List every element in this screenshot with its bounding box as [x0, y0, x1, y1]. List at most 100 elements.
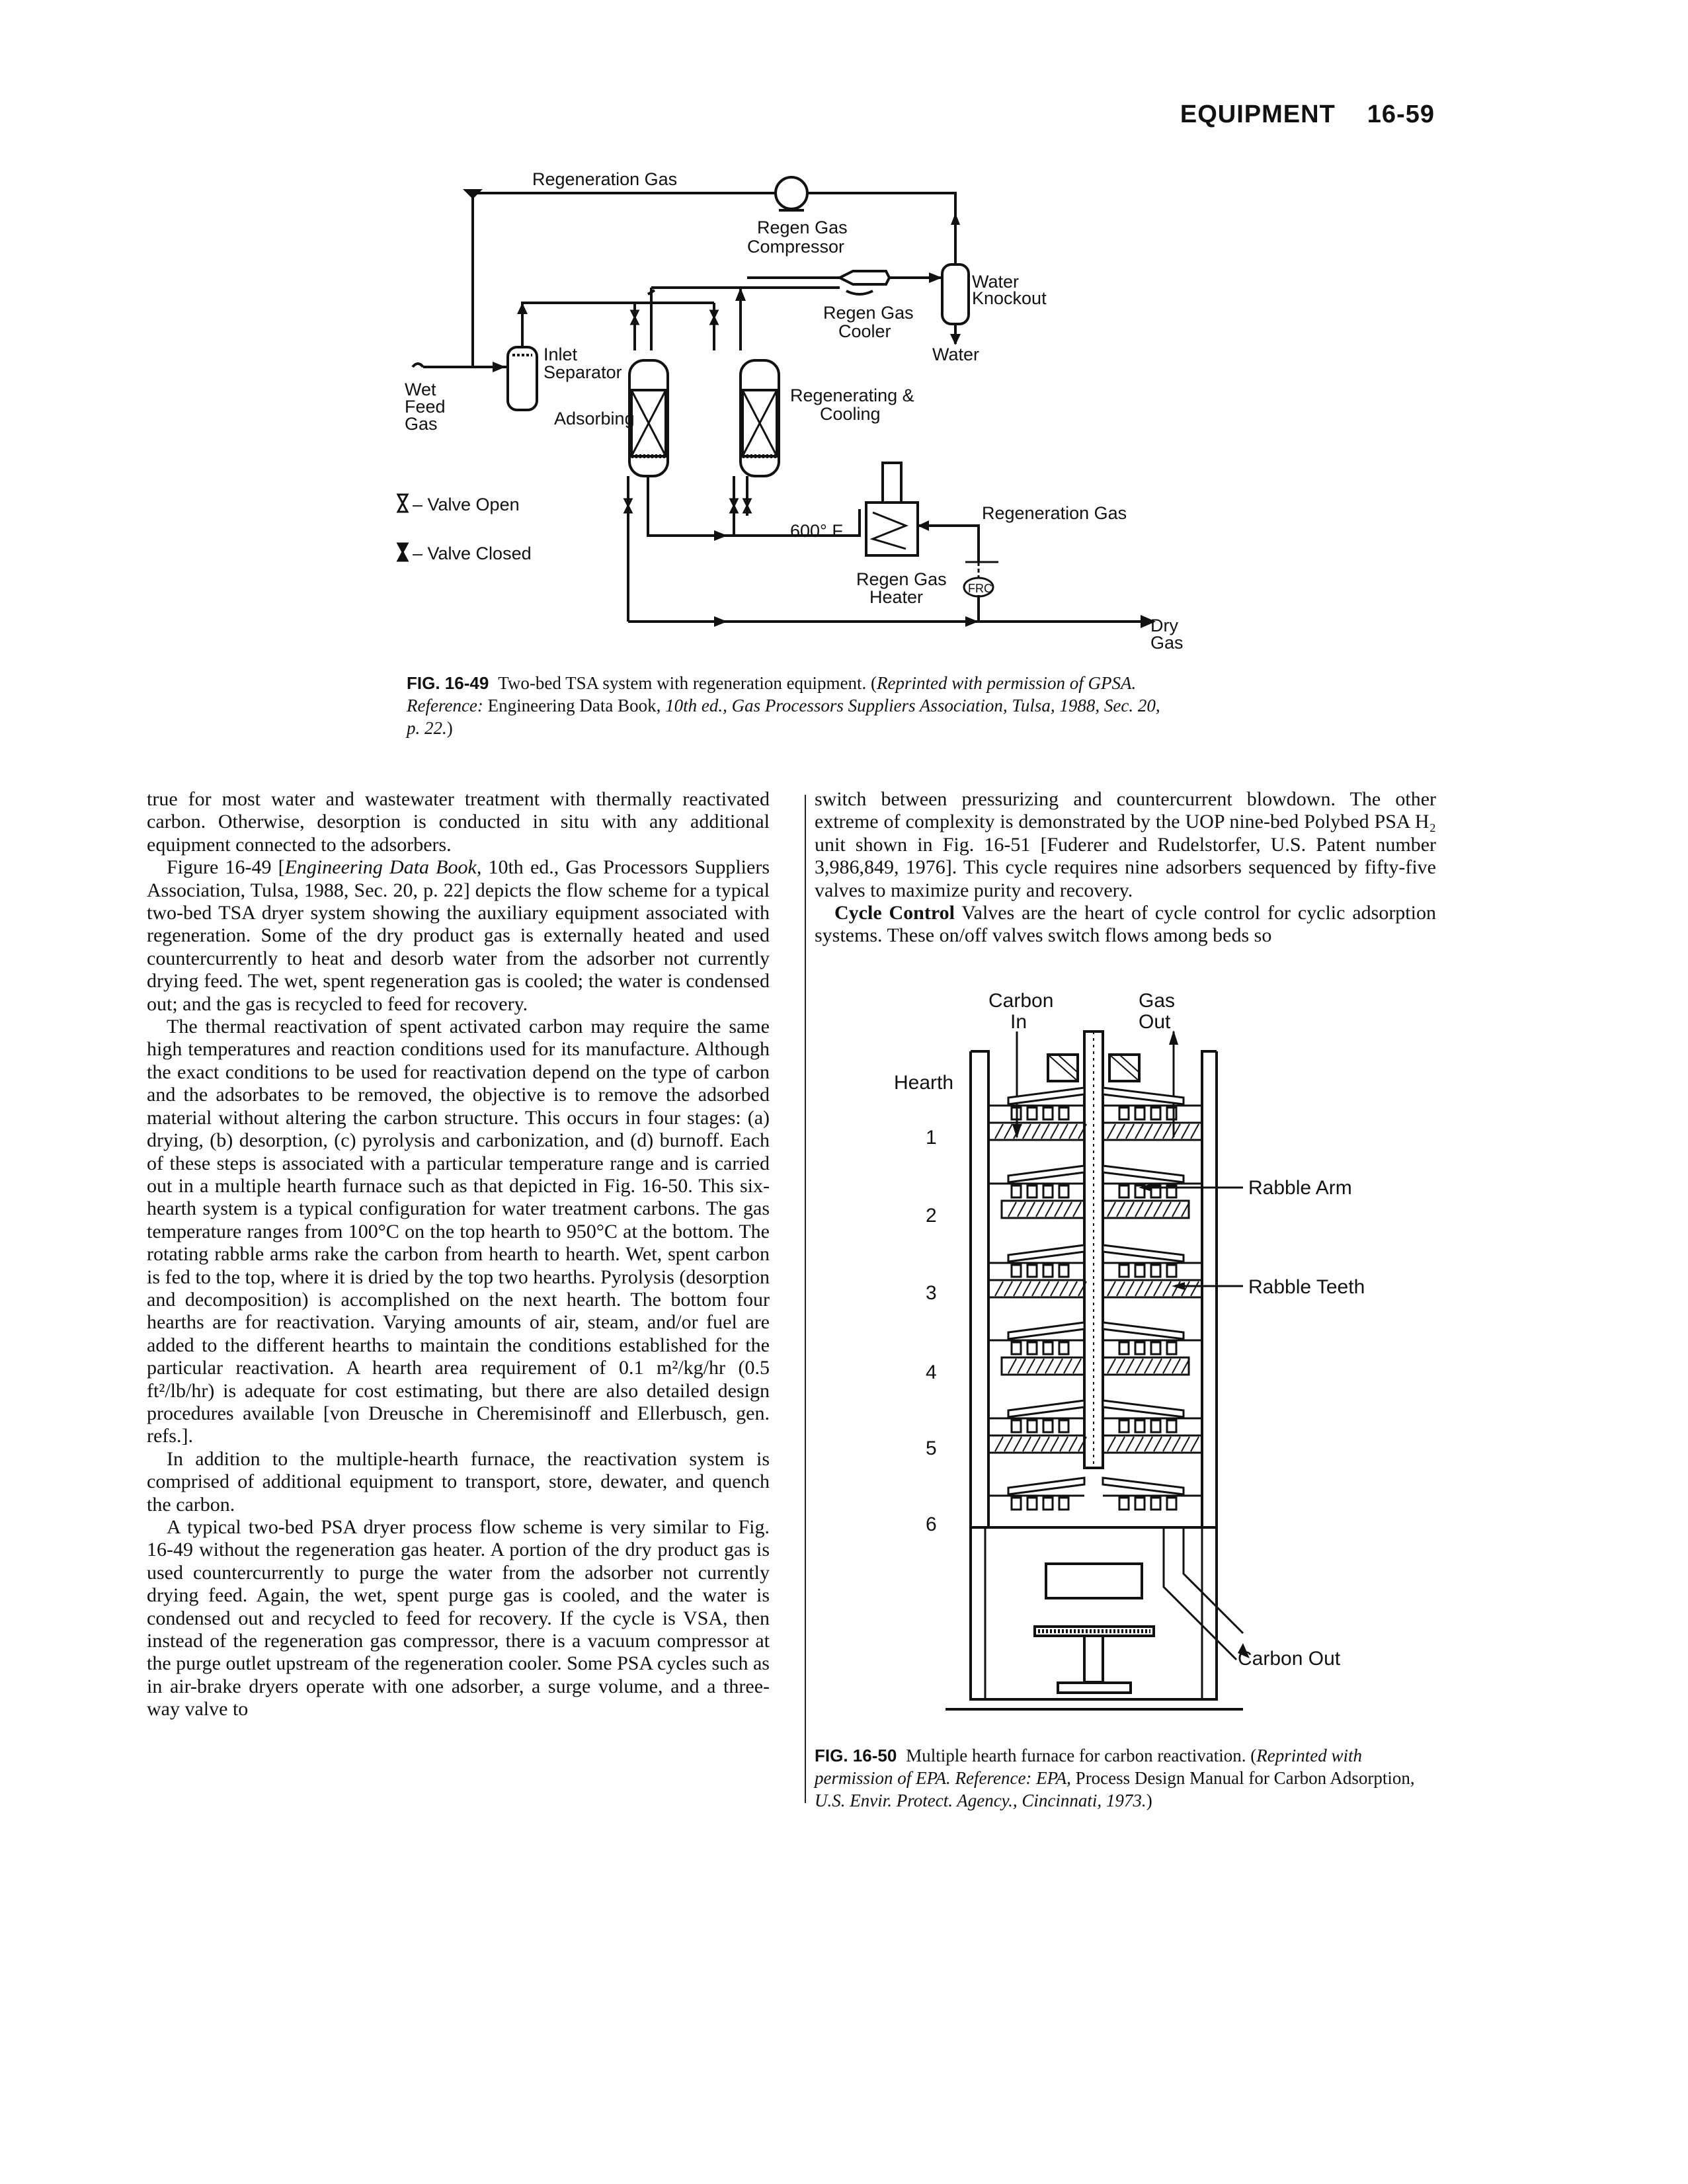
- rabble-arm: [1102, 1476, 1185, 1496]
- hatch: [1162, 1358, 1172, 1374]
- rabble-tooth: [1150, 1496, 1162, 1511]
- hatch: [1045, 1201, 1054, 1217]
- section-title: EQUIPMENT: [1180, 101, 1336, 128]
- rabble-tooth: [1166, 1419, 1178, 1434]
- rabble-arm: [1007, 1399, 1086, 1418]
- rabble-tooth: [1134, 1184, 1146, 1199]
- caption-text: U.S. Envir. Protect. Agency., Cincinnati…: [815, 1791, 1146, 1810]
- hatch: [1153, 1123, 1162, 1139]
- rabble-tooth: [1058, 1184, 1070, 1199]
- label-adsorbing: Adsorbing: [554, 409, 635, 428]
- hatch: [1135, 1358, 1144, 1374]
- hatch: [1008, 1358, 1017, 1374]
- hatch: [1054, 1358, 1063, 1374]
- label-hearth: Hearth: [894, 1072, 953, 1094]
- hearth-floor: [1000, 1199, 1086, 1219]
- hatch: [1162, 1436, 1172, 1452]
- caption-text: ): [446, 718, 453, 738]
- paragraph: true for most water and wastewater treat…: [147, 788, 770, 856]
- label-wet-feed-gas: Wet: [405, 380, 436, 399]
- rabble-tooth: [1042, 1341, 1054, 1355]
- hatch: [1068, 1123, 1078, 1139]
- rabble-tooth: [1026, 1184, 1038, 1199]
- figure-16-49-flow-diagram: Regeneration Gas Regen Gas Compressor Wa…: [396, 169, 1184, 653]
- rabble-tooth: [1118, 1341, 1130, 1355]
- hatch: [1054, 1201, 1063, 1217]
- caption-text: Two-bed TSA system with regeneration equ…: [498, 673, 877, 693]
- hatch: [1050, 1123, 1059, 1139]
- rabble-tooth: [1118, 1496, 1130, 1511]
- hatch: [1050, 1436, 1059, 1452]
- hatch: [1008, 1201, 1017, 1217]
- rabble-tooth: [1118, 1264, 1130, 1278]
- paragraph: In addition to the multiple-hearth furna…: [147, 1447, 770, 1516]
- hearth-floor: [987, 1279, 1086, 1299]
- label-valve-open: – Valve Open: [413, 495, 520, 514]
- hearth-floor: [1102, 1279, 1203, 1299]
- hatch: [1041, 1123, 1050, 1139]
- hatch: [1022, 1436, 1031, 1452]
- column-divider: [805, 795, 806, 1803]
- caption-text: Multiple hearth furnace for carbon react…: [906, 1746, 1257, 1765]
- rabble-tooth: [1166, 1341, 1178, 1355]
- hatch: [1078, 1436, 1087, 1452]
- label-rabble-teeth: Rabble Teeth: [1248, 1276, 1365, 1298]
- hatch: [1045, 1358, 1054, 1374]
- hatch: [1116, 1201, 1125, 1217]
- rabble-arm: [1102, 1086, 1185, 1106]
- label-water-knockout: Water: [972, 272, 1019, 292]
- left-text-column: true for most water and wastewater treat…: [147, 788, 770, 1721]
- hearth-floor: [1102, 1199, 1190, 1219]
- caption-text: 10th ed., Gas Processors Suppliers Assoc…: [407, 696, 1160, 738]
- rabble-tooth: [1058, 1341, 1070, 1355]
- hatch: [994, 1281, 1004, 1297]
- figure-16-50-caption: FIG. 16-50 Multiple hearth furnace for ca…: [815, 1744, 1436, 1812]
- hatch: [1013, 1436, 1022, 1452]
- hatch: [1153, 1281, 1162, 1297]
- hatch: [1190, 1436, 1199, 1452]
- hatch: [1059, 1281, 1068, 1297]
- rabble-tooth: [1134, 1419, 1146, 1434]
- rabble-tooth: [1026, 1264, 1038, 1278]
- hatch: [1144, 1436, 1153, 1452]
- rabble-tooth: [1134, 1106, 1146, 1121]
- hatch: [1162, 1201, 1172, 1217]
- hatch: [1153, 1201, 1162, 1217]
- rabble-tooth: [1134, 1341, 1146, 1355]
- hatch: [1135, 1123, 1144, 1139]
- hearth-floor: [1102, 1356, 1190, 1376]
- rabble-tooth: [1026, 1419, 1038, 1434]
- hatch: [1041, 1281, 1050, 1297]
- hatch: [1144, 1358, 1153, 1374]
- hatch: [1050, 1281, 1059, 1297]
- hatch: [1125, 1201, 1135, 1217]
- label-gas-out: Gas: [1139, 990, 1175, 1012]
- label-frc: FRC: [968, 582, 992, 595]
- label-hearth-6: 6: [926, 1514, 937, 1535]
- hatch: [1144, 1281, 1153, 1297]
- rabble-tooth: [1134, 1496, 1146, 1511]
- rabble-arm: [1102, 1321, 1185, 1340]
- hatch: [1181, 1123, 1190, 1139]
- label-carbon-in-2: In: [1010, 1011, 1027, 1033]
- figure-16-50-hearth-furnace: Carbon In Gas Out Hearth 1 2 3 4 5 6 Rab…: [894, 990, 1365, 1711]
- hatch: [1063, 1201, 1072, 1217]
- hatch: [1181, 1201, 1190, 1217]
- label-regen-gas-heater: Regen Gas: [856, 569, 947, 589]
- paragraph: The thermal reactivation of spent activa…: [147, 1016, 770, 1447]
- hatch: [1181, 1281, 1190, 1297]
- rabble-tooth: [1150, 1184, 1162, 1199]
- label-carbon-in: Carbon: [988, 990, 1053, 1012]
- label-hearth-2: 2: [926, 1205, 937, 1227]
- figure-number: FIG. 16-50: [815, 1746, 897, 1765]
- rabble-tooth: [1042, 1496, 1054, 1511]
- rabble-tooth: [1010, 1341, 1022, 1355]
- hatch: [1013, 1123, 1022, 1139]
- label-regen-gas-cooler: Regen Gas: [823, 303, 914, 323]
- label-wet-feed-gas-3: Gas: [405, 414, 438, 434]
- hatch: [1078, 1123, 1087, 1139]
- valve-closed-icon: [396, 542, 409, 562]
- rabble-tooth: [1150, 1106, 1162, 1121]
- rabble-tooth: [1010, 1106, 1022, 1121]
